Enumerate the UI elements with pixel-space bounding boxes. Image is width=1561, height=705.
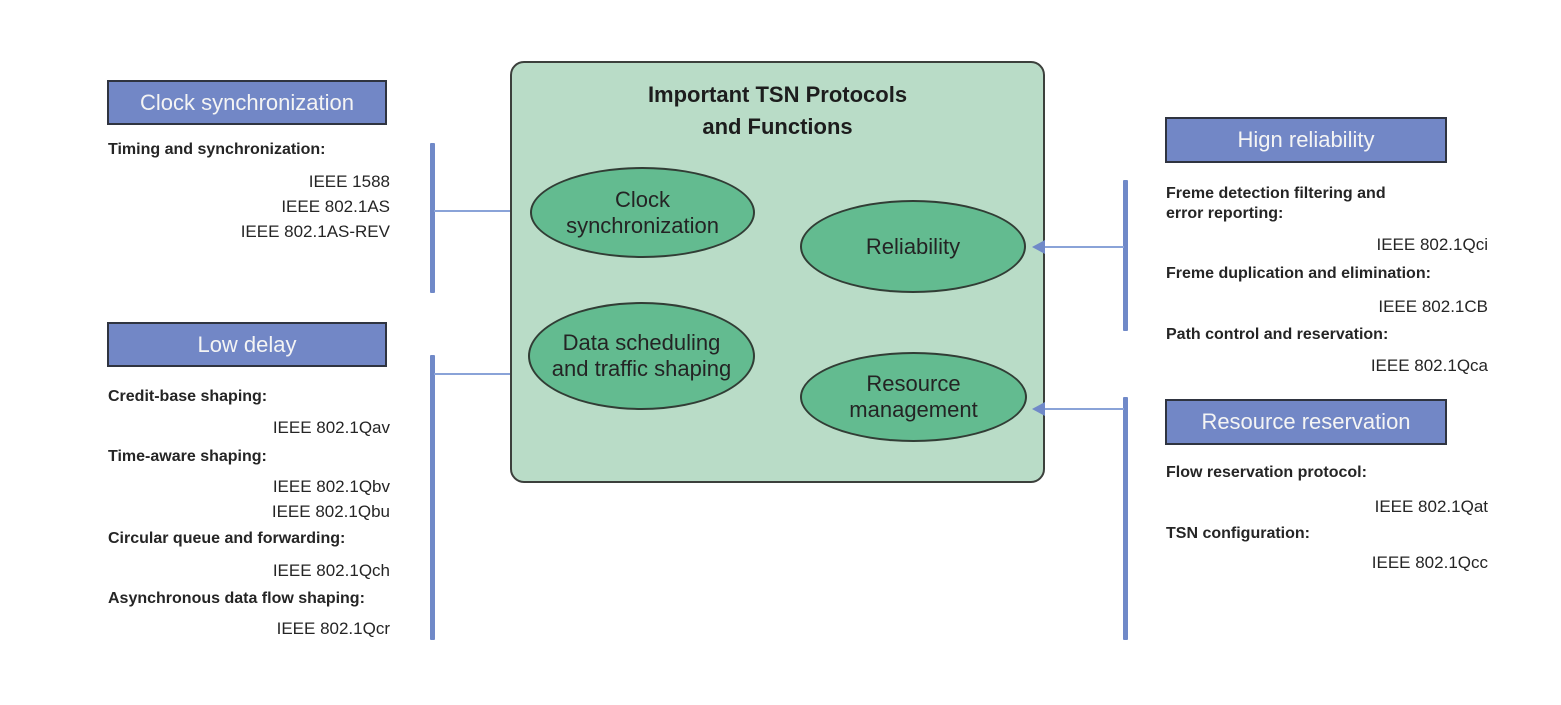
resource-reservation-label: Flow reservation protocol: <box>1166 464 1367 481</box>
clock-sync-header: Clock synchronization <box>107 80 387 125</box>
resource-reservation-connector-line <box>1045 408 1124 410</box>
node-clock-synchronization-label: Clock synchronization <box>566 186 719 238</box>
high-reliability-connector-bar <box>1123 180 1128 331</box>
clock-sync-value: IEEE 802.1AS <box>281 197 390 216</box>
high-reliability-header: Hign reliability <box>1165 117 1447 163</box>
center-box-title-line1: Important TSN Protocols <box>647 82 908 107</box>
low-delay-label: Asynchronous data flow shaping: <box>108 590 365 607</box>
node-reliability: Reliability <box>800 200 1026 293</box>
resource-reservation-connector-bar <box>1123 397 1128 640</box>
resource-reservation-arrow-left-icon <box>1032 402 1045 416</box>
high-reliability-value: IEEE 802.1CB <box>1378 297 1488 316</box>
high-reliability-arrow-left-icon <box>1032 240 1045 254</box>
high-reliability-label: error reporting: <box>1166 205 1284 222</box>
high-reliability-label: Freme detection filtering and <box>1166 185 1386 202</box>
low-delay-value: IEEE 802.1Qbu <box>271 502 390 521</box>
node-reliability-label: Reliability <box>865 233 961 259</box>
clock-sync-value: IEEE 802.1AS-REV <box>240 222 390 241</box>
node-resource-management: Resource management <box>800 352 1027 442</box>
clock-sync-connector-line <box>434 210 511 212</box>
center-box-title: Important TSN Protocols and Functions <box>510 79 1045 143</box>
low-delay-label: Time-aware shaping: <box>108 448 267 465</box>
node-clock-synchronization: Clock synchronization <box>530 167 755 258</box>
center-box-title-line2: and Functions <box>702 114 853 139</box>
low-delay-label: Circular queue and forwarding: <box>108 530 346 547</box>
high-reliability-value: IEEE 802.1Qca <box>1370 356 1488 375</box>
clock-sync-label: Timing and synchronization: <box>108 141 326 158</box>
low-delay-connector-bar <box>430 355 435 640</box>
resource-reservation-value: IEEE 802.1Qcc <box>1371 553 1488 572</box>
node-resource-management-label: Resource management <box>849 371 978 422</box>
clock-sync-value: IEEE 1588 <box>308 172 390 191</box>
high-reliability-label: Path control and reservation: <box>1166 326 1389 343</box>
low-delay-value: IEEE 802.1Qcr <box>276 619 390 638</box>
resource-reservation-label: TSN configuration: <box>1166 525 1310 542</box>
resource-reservation-value: IEEE 802.1Qat <box>1374 497 1488 516</box>
low-delay-value: IEEE 802.1Qbv <box>272 477 390 496</box>
low-delay-connector-line <box>434 373 511 375</box>
low-delay-label: Credit-base shaping: <box>108 388 268 405</box>
low-delay-header: Low delay <box>107 322 387 367</box>
node-data-scheduling: Data scheduling and traffic shaping <box>528 302 755 410</box>
resource-reservation-header: Resource reservation <box>1165 399 1447 445</box>
clock-sync-connector-bar <box>430 143 435 293</box>
high-reliability-label: Freme duplication and elimination: <box>1166 265 1431 282</box>
low-delay-value: IEEE 802.1Qav <box>272 418 390 437</box>
low-delay-value: IEEE 802.1Qch <box>272 561 390 580</box>
node-data-scheduling-label: Data scheduling and traffic shaping <box>551 330 732 381</box>
high-reliability-connector-line <box>1045 246 1124 248</box>
high-reliability-value: IEEE 802.1Qci <box>1376 235 1488 254</box>
